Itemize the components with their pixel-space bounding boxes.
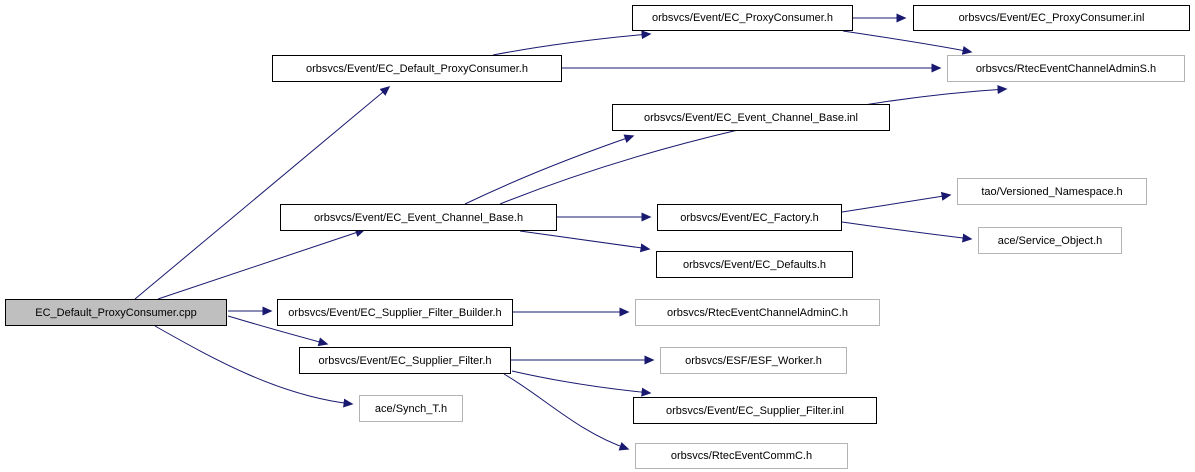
graph-node-ec-event-channel-base-inl[interactable]: orbsvcs/Event/EC_Event_Channel_Base.inl (612, 104, 890, 131)
edge-ec-supplier-filter-h-to-ec-supplier-filter-inl (511, 370, 652, 397)
graph-node-rtec-event-channel-admin-s-h[interactable]: orbsvcs/RtecEventChannelAdminS.h (947, 55, 1185, 82)
edge-ec-factory-h-to-tao-versioned-namespace-h (841, 191, 952, 213)
edge-ec-default-proxyconsumer-cpp-to-ace-synch-t-h (154, 325, 354, 408)
graph-node-ec-supplier-filter-builder-h[interactable]: orbsvcs/Event/EC_Supplier_Filter_Builder… (277, 299, 513, 326)
graph-node-ec-supplier-filter-inl[interactable]: orbsvcs/Event/EC_Supplier_Filter.inl (633, 397, 877, 424)
edge-ec-default-proxyconsumer-cpp-to-ec-event-channel-base-h (157, 228, 366, 300)
graph-node-ec-proxyconsumer-h[interactable]: orbsvcs/Event/EC_ProxyConsumer.h (632, 5, 853, 31)
graph-node-ec-supplier-filter-h[interactable]: orbsvcs/Event/EC_Supplier_Filter.h (299, 347, 511, 374)
graph-node-esf-worker-h[interactable]: orbsvcs/ESF/ESF_Worker.h (660, 347, 847, 374)
graph-node-ace-synch-t-h[interactable]: ace/Synch_T.h (359, 395, 463, 422)
graph-node-rtec-event-comm-c-h[interactable]: orbsvcs/RtecEventCommC.h (635, 443, 848, 469)
graph-node-ec-factory-h[interactable]: orbsvcs/Event/EC_Factory.h (657, 204, 842, 231)
graph-node-rtec-event-channel-admin-c-h[interactable]: orbsvcs/RtecEventChannelAdminC.h (635, 299, 880, 326)
graph-node-ace-service-object-h[interactable]: ace/Service_Object.h (978, 227, 1122, 254)
edge-ec-proxyconsumer-h-to-rtec-event-channel-admin-s-h (842, 30, 973, 55)
graph-node-ec-proxyconsumer-inl[interactable]: orbsvcs/Event/EC_ProxyConsumer.inl (913, 5, 1190, 31)
edge-ec-factory-h-to-ace-service-object-h (841, 221, 973, 243)
edge-ec-event-channel-base-h-to-ec-defaults-h (519, 230, 651, 253)
graph-node-ec-event-channel-base-h[interactable]: orbsvcs/Event/EC_Event_Channel_Base.h (280, 204, 557, 231)
graph-node-ec-default-proxyconsumer-cpp[interactable]: EC_Default_ProxyConsumer.cpp (5, 299, 227, 326)
edge-ec-supplier-filter-h-to-rtec-event-comm-c-h (503, 373, 630, 451)
graph-node-tao-versioned-namespace-h[interactable]: tao/Versioned_Namespace.h (957, 178, 1147, 205)
edge-ec-event-channel-base-h-to-ec-event-channel-base-inl (464, 134, 635, 205)
edge-ec-default-proxyconsumer-cpp-to-ec-default-proxyconsumer-h (134, 86, 391, 300)
graph-node-ec-defaults-h[interactable]: orbsvcs/Event/EC_Defaults.h (656, 251, 853, 278)
edge-ec-default-proxyconsumer-h-to-ec-proxyconsumer-h (492, 30, 652, 56)
edge-ec-default-proxyconsumer-cpp-to-ec-supplier-filter-h (227, 315, 329, 347)
graph-node-ec-default-proxyconsumer-h[interactable]: orbsvcs/Event/EC_Default_ProxyConsumer.h (272, 55, 562, 82)
